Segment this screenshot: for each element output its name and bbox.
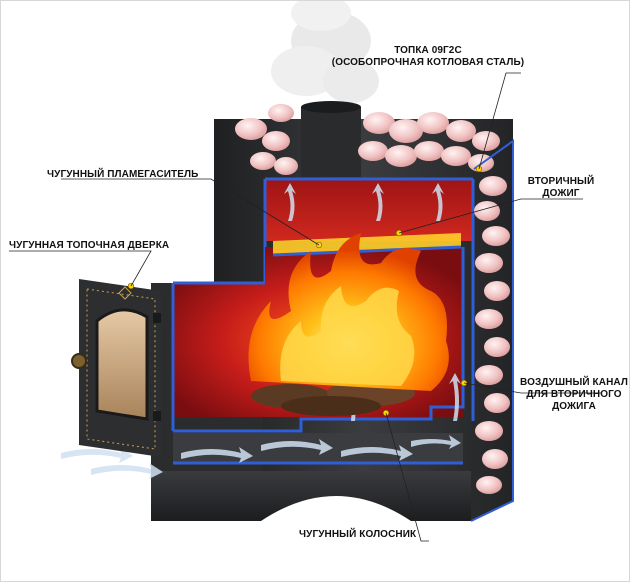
label-flame-damper: ЧУГУННЫЙ ПЛАМЕГАСИТЕЛЬ — [47, 169, 199, 180]
label-firebox-door: ЧУГУННАЯ ТОПОЧНАЯ ДВЕРКА — [9, 240, 170, 251]
flames — [248, 233, 449, 391]
door-hinge-top — [153, 313, 161, 323]
stone-basket-edge — [470, 139, 514, 522]
label-air-channel: ВОЗДУШНЫЙ КАНАЛ ДЛЯ ВТОРИЧНОГО ДОЖИГА — [520, 377, 628, 412]
leader-lines — [9, 72, 601, 542]
upper-chamber — [263, 177, 475, 421]
door-hinge-bottom — [153, 411, 161, 421]
label-grate: ЧУГУННЫЙ КОЛОСНИК — [299, 529, 417, 540]
sauna-stones — [235, 104, 510, 494]
label-secondary-burn: ВТОРИЧНЫЙ ДОЖИГ — [527, 176, 595, 199]
chimney-pipe — [301, 101, 361, 177]
door-handle-knob — [71, 353, 87, 369]
smoke — [271, 1, 379, 103]
label-firebox: ТОПКА 09Г2С (ОСОБОПРОЧНАЯ КОТЛОВАЯ СТАЛЬ… — [331, 45, 525, 68]
firebox-door — [71, 279, 161, 457]
